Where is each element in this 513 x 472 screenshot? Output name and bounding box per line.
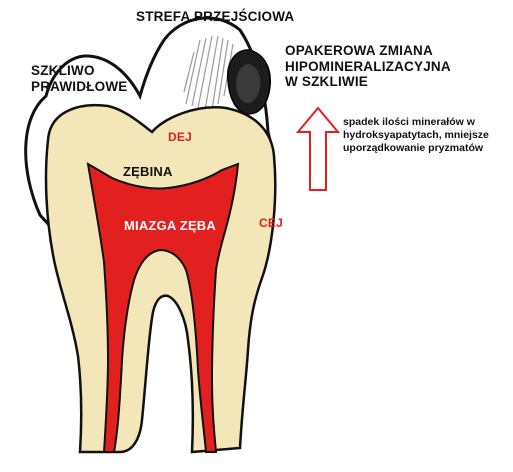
- transition-zone-label: STREFA PRZEJŚCIOWA: [136, 9, 294, 25]
- dej-label: DEJ: [168, 131, 192, 145]
- opaque-change-line3: W SZKLIWIE: [285, 74, 451, 90]
- opaque-change-line1: OPAKEROWA ZMIANA: [285, 43, 451, 59]
- upward-arrow: [298, 108, 338, 190]
- dentin-label: ZĘBINA: [123, 165, 173, 180]
- dentin: [46, 105, 275, 452]
- explanation-line3: uporządkowanie pryzmatów: [343, 142, 489, 155]
- opaque-change-label: OPAKEROWA ZMIANA HIPOMINERALIZACYJNA W S…: [285, 43, 451, 90]
- explanation-line2: hydroksyapatytach, mniejsze: [343, 129, 489, 142]
- normal-enamel-line1: SZKLIWO: [31, 63, 128, 79]
- pulp-label: MIAZGA ZĘBA: [124, 219, 216, 234]
- explanation-line1: spadek ilości minerałów w: [343, 116, 489, 129]
- cej-label: CEJ: [259, 217, 283, 231]
- normal-enamel-label: SZKLIWO PRAWIDŁOWE: [31, 63, 128, 94]
- normal-enamel-line2: PRAWIDŁOWE: [31, 79, 128, 95]
- explanation-text: spadek ilości minerałów w hydroksyapatyt…: [343, 116, 489, 155]
- opaque-change-line2: HIPOMINERALIZACYJNA: [285, 59, 451, 75]
